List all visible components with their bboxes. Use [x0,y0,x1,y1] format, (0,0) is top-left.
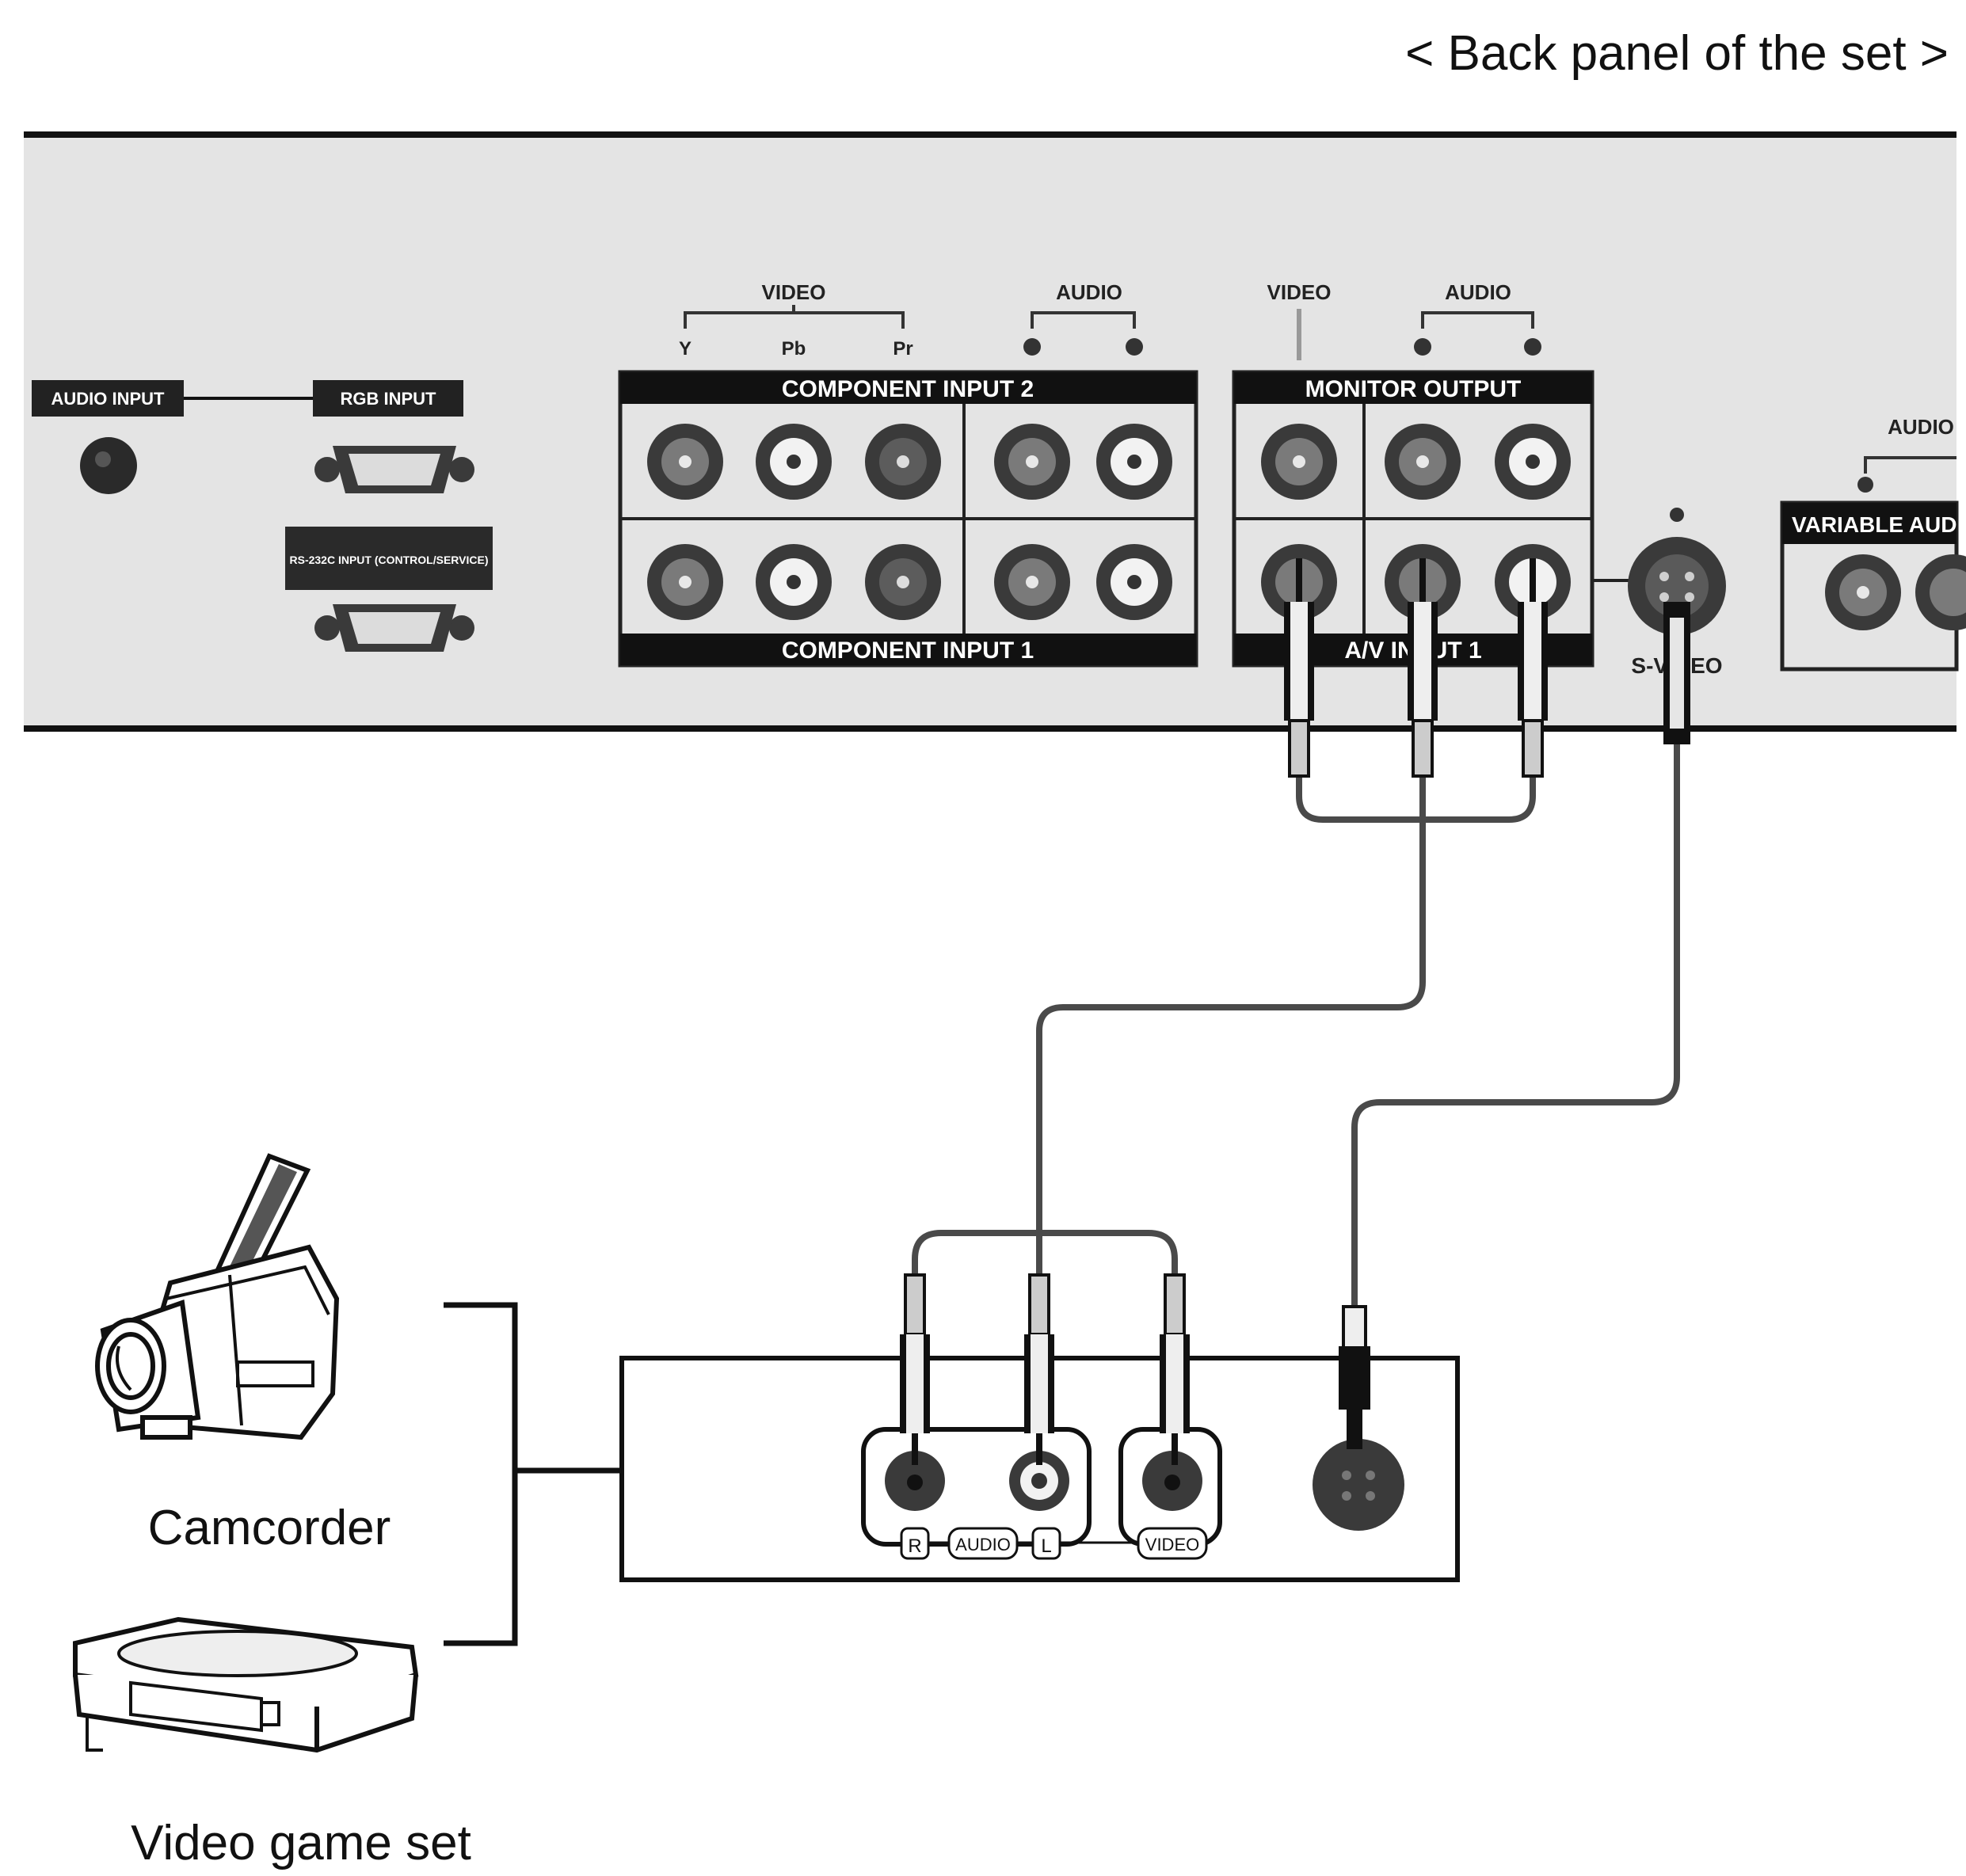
monitor-audio-label: AUDIO [1445,280,1511,304]
device-r-label: R [908,1535,921,1557]
rca-plug [900,1273,930,1465]
rs232-label-box [285,527,493,590]
rca-plug [1024,1273,1054,1465]
rca-plug [1518,558,1548,778]
variable-audio-jack[interactable] [1825,554,1901,630]
rca-jack[interactable] [865,424,941,500]
video-label-box [1137,1527,1208,1560]
right-audio-dot-icon [1857,477,1873,493]
monitor-audio-l-jack[interactable] [1385,424,1461,500]
right-audio-bracket [1864,456,1956,474]
monitor-audio-bracket [1421,311,1534,329]
monitor-output-bar [1234,372,1592,404]
camcorder-icon [95,1153,340,1440]
source-bracket [444,1302,518,1646]
component-audio-label: AUDIO [1056,280,1122,304]
l-label-box [1031,1527,1061,1560]
pr-label: Pr [893,338,913,360]
rgb-input-port[interactable] [314,446,474,493]
panel-plugs [1284,558,1690,778]
device-audio-label: AUDIO [955,1535,1011,1554]
audio-label-box [947,1527,1019,1560]
caption: < Back panel of the set > [1405,26,1949,81]
rca-jack[interactable] [865,544,941,620]
audio-input-jack[interactable] [80,437,137,494]
monitor-output-label: MONITOR OUTPUT [1305,376,1522,402]
camcorder-label: Camcorder [148,1501,391,1555]
rca-jack[interactable] [647,544,723,620]
rca-cable-bottom-loop [912,1230,1178,1275]
rgb-input-label: RGB INPUT [341,389,437,409]
rca-plug [1408,558,1438,778]
pb-label: Pb [782,338,806,360]
r-label-box [900,1527,930,1560]
device-audio-r-jack[interactable] [885,1451,945,1511]
s-video-marker-icon [1670,508,1684,522]
cables [912,740,1680,1307]
s-video-plug [1663,602,1690,744]
rca-plug [1160,1273,1190,1465]
rca-jack[interactable] [647,424,723,500]
device-plugs [900,1273,1370,1465]
monitor-audio-r-jack[interactable] [1495,424,1571,500]
component-input-1-bar [620,634,1196,665]
monitor-audio-right-dot-icon [1524,338,1541,356]
component-input-2-label: COMPONENT INPUT 2 [782,376,1034,402]
rca-jack[interactable] [756,424,832,500]
audio-right-dot-icon [1126,338,1143,356]
component-audio-bracket [1031,311,1136,329]
audio-left-dot-icon [1023,338,1041,356]
back-panel: AUDIO INPUT RGB INPUT RS-232C INPUT (CON… [24,131,1966,732]
monitor-video-jack[interactable] [1261,424,1337,500]
device-video-label: VIDEO [1145,1535,1199,1554]
audio-input-label-box [32,380,184,417]
s-video-plug [1339,1305,1370,1449]
variable-audio-label: VARIABLE AUD [1792,512,1956,537]
monitor-audio-left-dot-icon [1414,338,1431,356]
rs232-port[interactable] [314,604,474,652]
variable-audio-jack[interactable] [1915,554,1966,630]
rca-cable-top-loop [1296,776,1536,823]
video-game-set-icon [73,1616,419,1753]
rca-jack[interactable] [994,544,1070,620]
rca-cable-trunk [1036,776,1426,1275]
rs232-label: RS-232C INPUT (CONTROL/SERVICE) [290,554,489,566]
source-device: R AUDIO L VIDEO [619,1356,1460,1582]
monitor-video-label: VIDEO [1267,280,1332,304]
device-l-label: L [1041,1535,1051,1557]
rca-jack[interactable] [1096,424,1172,500]
rca-plug [1284,558,1314,778]
device-video-jack[interactable] [1142,1451,1202,1511]
rgb-input-label-box [313,380,463,417]
device-audio-l-jack[interactable] [1009,1451,1069,1511]
rca-jack[interactable] [994,424,1070,500]
component-input-2-bar [620,372,1196,404]
component-input-1-label: COMPONENT INPUT 1 [782,637,1034,664]
right-audio-label: AUDIO [1888,415,1954,439]
y-label: Y [679,338,692,360]
s-video-cable [1351,740,1680,1307]
variable-audio-bar [1782,503,1956,544]
component-video-label: VIDEO [762,280,826,304]
audio-input-jack-hole [95,451,111,467]
video-game-set-label: Video game set [131,1816,471,1870]
device-s-video-jack[interactable] [1313,1439,1404,1531]
s-video-jack[interactable] [1628,537,1726,635]
rca-jack[interactable] [756,544,832,620]
rca-jack[interactable] [1096,544,1172,620]
audio-input-label: AUDIO INPUT [51,389,166,409]
